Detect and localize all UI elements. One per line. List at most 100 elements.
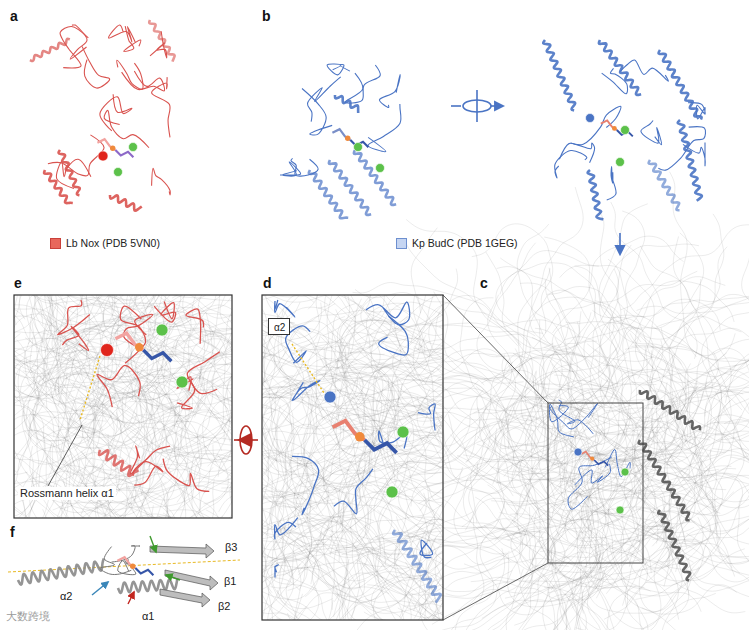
coil: [82, 46, 110, 88]
ensemble-trace: [65, 295, 124, 320]
ensemble-trace: [496, 353, 565, 499]
ensemble-trace: [365, 599, 443, 620]
ensemble-trace: [604, 497, 718, 619]
ensemble-trace: [262, 454, 317, 589]
ensemble-trace: [388, 400, 443, 532]
site-dot: [621, 126, 630, 135]
ensemble-trace: [652, 326, 749, 378]
legend-text: Kp BudC (PDB 1GEG): [412, 237, 518, 249]
ensemble-trace: [664, 546, 749, 630]
ensemble-trace: [329, 367, 443, 427]
ligand: [97, 139, 115, 150]
ensemble-trace: [44, 295, 123, 434]
ensemble-zoom-budc: [262, 295, 443, 620]
ensemble-trace: [467, 535, 602, 630]
ensemble-trace: [110, 459, 232, 518]
coil: [122, 71, 165, 91]
coil: [607, 167, 616, 200]
ensemble-trace: [293, 295, 393, 348]
legend-swatch: [50, 238, 61, 249]
ensemble-trace: [302, 338, 430, 434]
ensemble-trace: [566, 316, 742, 339]
ligand: [117, 557, 135, 568]
ensemble-trace: [48, 295, 89, 307]
ensemble-trace: [161, 374, 232, 462]
ensemble-trace: [14, 359, 65, 493]
ensemble-trace: [425, 539, 604, 571]
phosphate: [110, 146, 115, 151]
ligand: [135, 568, 153, 575]
ensemble-trace: [413, 348, 443, 393]
ensemble-trace: [33, 348, 102, 503]
phosphate: [345, 136, 350, 141]
site-dot: [616, 158, 625, 167]
ensemble-trace: [405, 452, 443, 482]
coil: [550, 403, 597, 429]
helix: [599, 40, 641, 95]
ensemble-trace: [205, 295, 232, 334]
beta-strand: [150, 544, 214, 558]
ensemble-trace: [203, 415, 232, 493]
ensemble-trace: [508, 516, 651, 573]
ensemble-trace: [438, 379, 565, 495]
ensemble-trace: [712, 430, 749, 501]
distance-line: [292, 344, 324, 393]
ensemble-trace: [512, 545, 679, 609]
ensemble-trace: [370, 302, 443, 414]
phosphate: [590, 457, 594, 461]
ensemble-trace: [262, 342, 385, 382]
coil: [60, 26, 88, 67]
distance-line: [80, 356, 100, 420]
coil: [124, 314, 153, 347]
ensemble-trace: [68, 295, 121, 444]
ensemble-trace: [395, 334, 576, 355]
coil: [327, 64, 350, 75]
coil: [568, 457, 612, 509]
ensemble-trace: [506, 564, 569, 630]
structure-label: Rossmann helix α1: [18, 487, 116, 500]
ensemble-trace: [506, 492, 694, 506]
ensemble-trace: [379, 370, 443, 406]
ensemble-trace: [119, 295, 232, 384]
ensemble-trace: [656, 224, 749, 327]
ensemble-trace: [417, 389, 443, 529]
ensemble-trace: [35, 295, 79, 383]
ensemble-trace: [365, 312, 401, 482]
ensemble-trace: [14, 309, 103, 431]
ensemble-trace: [60, 335, 228, 378]
nox-structure: [30, 20, 175, 211]
ensemble-trace: [616, 300, 702, 466]
helix: [658, 510, 690, 580]
coil: [48, 135, 104, 176]
ensemble-trace: [156, 322, 232, 443]
ensemble-trace: [29, 345, 174, 457]
ensemble-trace: [317, 445, 443, 507]
coil: [104, 110, 149, 147]
helix: [30, 39, 70, 61]
ensemble-trace: [14, 466, 131, 518]
ensemble-trace: [267, 458, 380, 582]
site-dot: [156, 324, 168, 336]
ensemble-trace: [280, 412, 332, 575]
ensemble-trace: [535, 391, 686, 442]
ensemble-trace: [172, 444, 232, 485]
ensemble-trace: [262, 558, 324, 620]
ensemble-trace: [262, 376, 382, 445]
ensemble-trace: [486, 252, 597, 359]
ensemble-trace: [596, 369, 749, 426]
ensemble-trace: [262, 565, 338, 620]
ensemble-trace: [58, 295, 170, 406]
ensemble-overview: [297, 172, 749, 630]
coil: [275, 518, 298, 540]
ensemble-trace: [46, 434, 119, 513]
ensemble-trace: [476, 435, 504, 604]
ensemble-trace: [40, 499, 110, 518]
coil: [549, 404, 574, 437]
panel-letter: b: [262, 8, 271, 24]
ensemble-trace: [323, 488, 443, 537]
ensemble-trace: [342, 319, 440, 444]
ensemble-trace: [306, 295, 421, 313]
helix: [659, 50, 702, 119]
coil: [275, 565, 279, 578]
ensemble-trace: [26, 295, 107, 413]
